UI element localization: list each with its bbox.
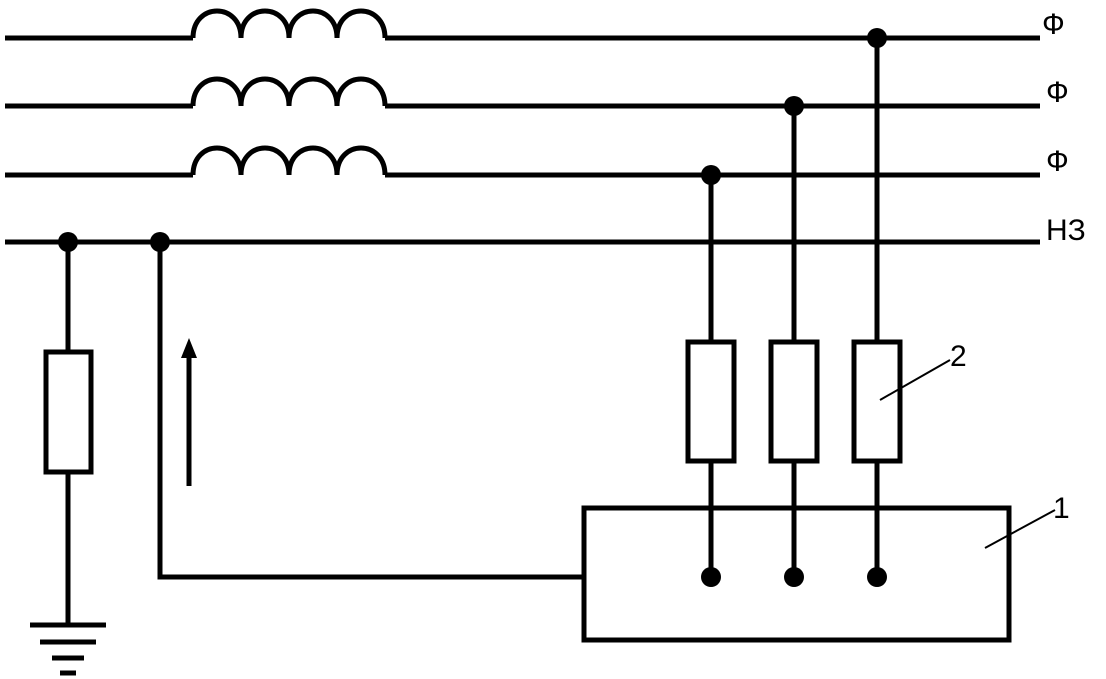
grounding-resistor [43,349,94,475]
terminal-dot [867,567,887,587]
terminal-dot [784,567,804,587]
junction-dot [58,232,78,252]
branch-phase-3 [685,175,737,577]
resistor-phase-3 [685,339,737,464]
callout-label-1: 1 [1053,492,1070,525]
ground-icon [30,622,106,676]
line-label-phase-2: Ф [1046,76,1069,109]
resistor-phase-2 [768,339,820,464]
junction-dot [784,96,804,116]
phase-line-3 [5,145,1040,178]
junction-dot [867,28,887,48]
resistor-phase-1 [851,339,903,464]
callout-label-2: 2 [950,340,967,373]
terminal-dot [701,567,721,587]
junction-dot [701,165,721,185]
grounding-branch [43,242,94,625]
return-wire [157,242,584,580]
junction-dot [150,232,170,252]
line-label-phase-1: Ф [1042,8,1065,41]
branch-phase-2 [768,106,820,577]
callout-leader-2 [879,359,951,401]
line-label-phase-3: Ф [1046,145,1069,178]
line-label-neutral: НЗ [1046,214,1086,247]
branch-phase-1 [851,38,903,577]
phase-line-2 [5,76,1040,109]
phase-line-1 [5,8,1040,41]
callout-leader-1 [984,509,1056,549]
current-arrow-icon [181,338,197,486]
